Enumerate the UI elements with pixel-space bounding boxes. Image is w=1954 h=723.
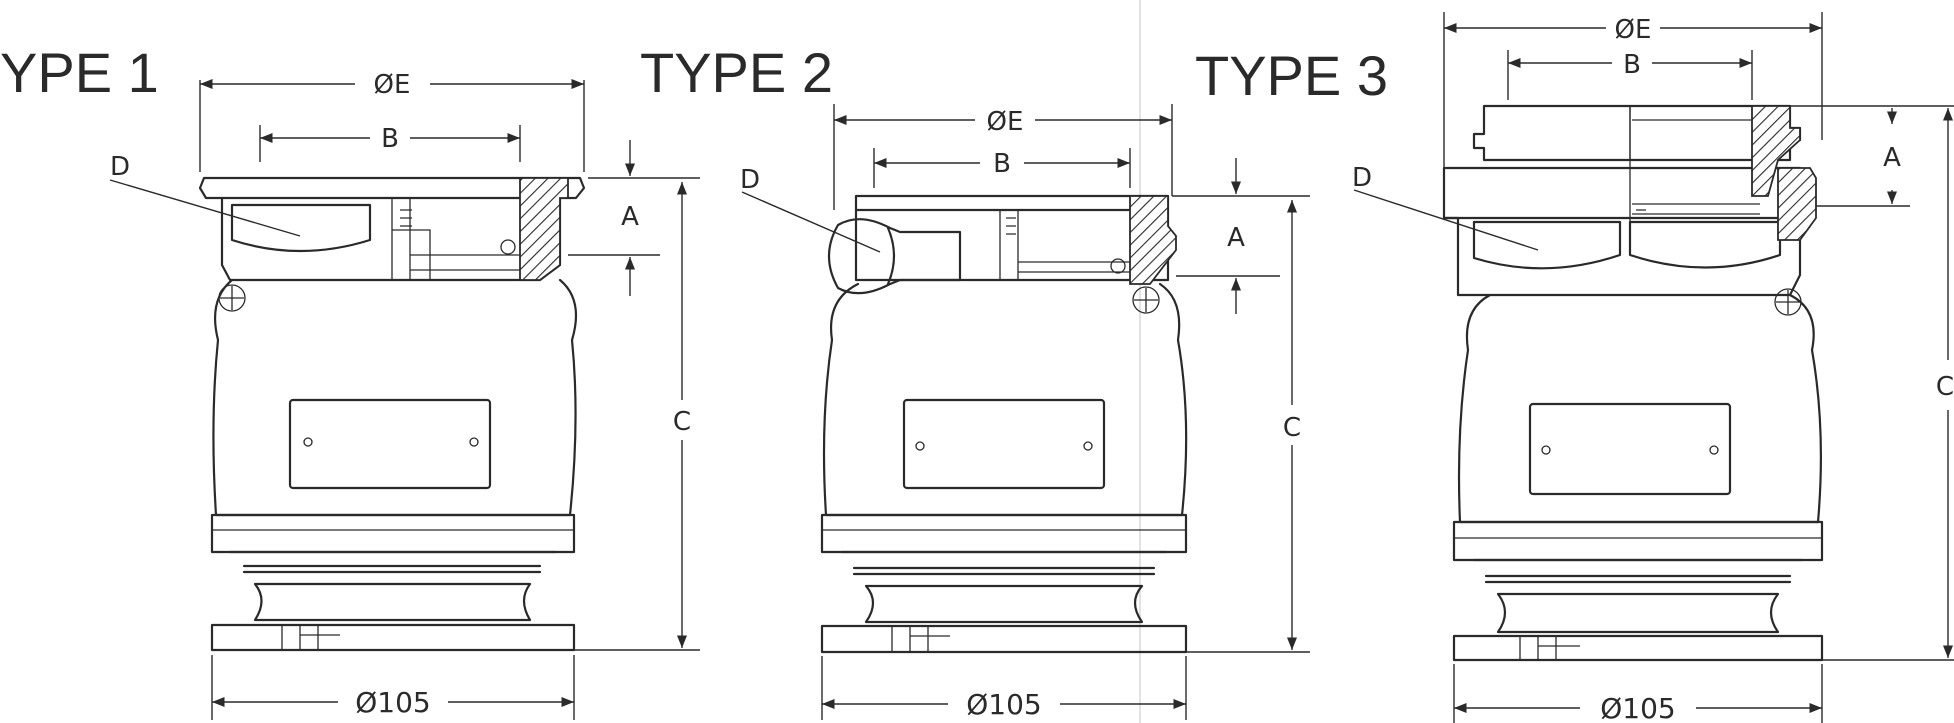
type1-title: YPE 1 [0, 41, 159, 104]
type3-dim-e-label: ØE [1615, 15, 1652, 45]
type1-dim-c-label: C [673, 407, 691, 437]
type2-dim-c-label: C [1283, 413, 1301, 443]
type3-dim-b-label: B [1623, 50, 1641, 80]
type3-label-d: D [1352, 163, 1372, 193]
type2-dim-a-label: A [1227, 223, 1245, 253]
type1-label-d: D [110, 152, 130, 182]
type1-dim-e-label: ØE [374, 70, 411, 100]
type3-title: TYPE 3 [1195, 44, 1388, 107]
type3-dim-base-label: Ø105 [1600, 692, 1675, 723]
type2-dim-b-label: B [993, 149, 1011, 179]
type2-dim-base-label: Ø105 [966, 688, 1041, 721]
type2-title: TYPE 2 [640, 41, 833, 104]
type3-drawing: TYPE 3 ØE [1195, 12, 1954, 723]
type1-dim-base-label: Ø105 [355, 686, 430, 719]
type2-label-d: D [740, 165, 760, 195]
type3-dim-c-label: C [1936, 372, 1954, 402]
type1-dim-a-label: A [621, 202, 639, 232]
type1-dim-b-label: B [381, 124, 399, 154]
type2-drawing: TYPE 2 ØE [640, 41, 1310, 721]
type3-dim-a-label: A [1883, 143, 1901, 173]
type2-dim-e-label: ØE [987, 107, 1024, 137]
type1-drawing: YPE 1 ØE [0, 41, 700, 720]
